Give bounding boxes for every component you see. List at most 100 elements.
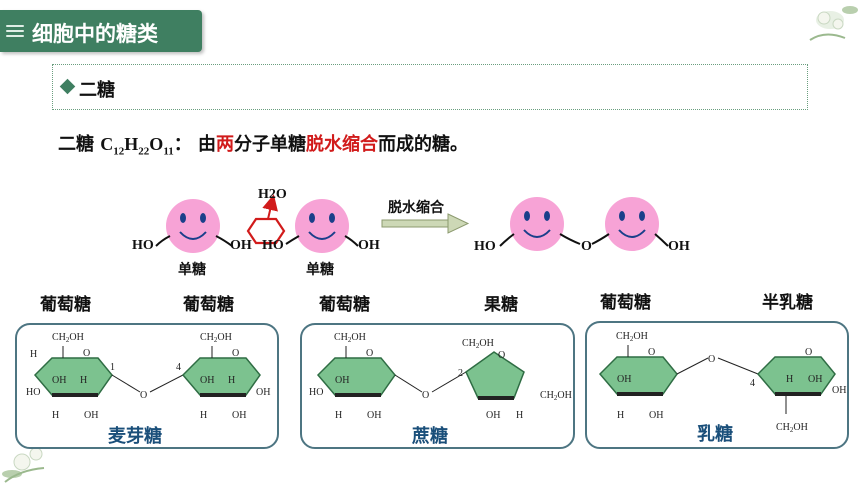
sucrose-box xyxy=(300,323,575,449)
oh-label: OH xyxy=(84,410,98,421)
ch2oh-label: CH2OH xyxy=(776,422,808,434)
bridge-o-label: O xyxy=(140,390,147,401)
glycosidic-bond xyxy=(149,374,184,393)
o-label: O xyxy=(805,347,812,358)
product-ho-label: HO xyxy=(474,239,496,254)
ch2oh-label: CH2OH xyxy=(200,332,232,344)
bond-line xyxy=(215,235,233,247)
oh-label: OH xyxy=(617,374,631,385)
ch2oh-label: CH2OH xyxy=(540,390,572,402)
oh-label: OH xyxy=(200,375,214,386)
oh-label: OH xyxy=(649,410,663,421)
smiley-face-icon xyxy=(166,199,220,253)
bond-line xyxy=(155,235,171,247)
o-label: O xyxy=(366,348,373,359)
oh-label: OH xyxy=(52,375,66,386)
galactose-ring: O 4 OH H OH CH2OH xyxy=(750,347,846,434)
oh-label: OH xyxy=(486,410,500,421)
oh-label: OH xyxy=(808,374,822,385)
maltose-caption: 麦芽糖 xyxy=(108,425,162,447)
lactose-caption: 乳糖 xyxy=(697,423,733,445)
highlight-two: 两 xyxy=(216,134,234,155)
bridge-o-label: O xyxy=(708,354,715,365)
unit-label: 葡萄糖 xyxy=(599,292,651,313)
bond-line xyxy=(499,233,515,247)
left-ho-label: HO xyxy=(132,238,154,253)
unit-label: 葡萄糖 xyxy=(318,294,370,315)
bond-line xyxy=(559,233,581,245)
bond-line xyxy=(654,233,669,247)
oh-label: OH xyxy=(335,375,349,386)
o-label: O xyxy=(648,347,655,358)
h-label: H xyxy=(80,375,87,386)
smiley-face-icon xyxy=(295,199,349,253)
glycosidic-bond xyxy=(394,374,423,393)
ho-label: HO xyxy=(26,387,40,398)
h-label: H xyxy=(516,410,523,421)
h-label: H xyxy=(617,410,624,421)
formula-c: C xyxy=(100,134,114,154)
right-oh-label: OH xyxy=(358,238,380,253)
o-label: O xyxy=(498,350,505,361)
hexagon-icon xyxy=(246,217,286,245)
glucose-ring: CH2OH O HO OH H OH xyxy=(309,332,396,421)
h-label: H xyxy=(200,410,207,421)
c1-label: 1 xyxy=(110,362,115,373)
unit-label: 半乳糖 xyxy=(762,292,813,313)
highlight-dehydration: 脱水缩合 xyxy=(306,134,378,155)
oh-label: OH xyxy=(832,385,846,396)
glycosidic-bond xyxy=(111,374,141,393)
smiley-face-icon xyxy=(510,197,564,251)
definition-prefix: 二糖 xyxy=(58,134,101,155)
formula: C12H22O11 xyxy=(100,134,173,158)
glucose-ring: CH2OH O 4 OH OH H H OH xyxy=(176,332,270,421)
definition-suffix: 而成的糖。 xyxy=(378,134,468,155)
bond-line xyxy=(591,233,610,245)
water-arrow xyxy=(262,194,278,220)
menu-lines-icon xyxy=(6,22,24,40)
oh-label: OH xyxy=(367,410,381,421)
ch2oh-label: CH2OH xyxy=(334,332,366,344)
product-o-label: O xyxy=(581,239,592,254)
arrow-label: 脱水缩合 xyxy=(388,199,445,216)
sucrose-caption: 蔗糖 xyxy=(411,425,448,447)
definition-text: 二糖 C12H22O11： 由两分子单糖脱水缩合而成的糖。 xyxy=(58,130,468,158)
flower-decoration-icon xyxy=(809,6,858,41)
c4-label: 4 xyxy=(176,362,181,373)
water-label: H2O xyxy=(258,187,287,202)
glucose-ring: CH2OH O H 1 HO OH H H OH xyxy=(26,332,115,421)
c4-label: 4 xyxy=(750,378,755,389)
page-title: 细胞中的糖类 xyxy=(32,22,158,46)
ho-label: HO xyxy=(309,387,323,398)
formula-c-n: 12 xyxy=(113,145,125,158)
glycosidic-bond xyxy=(431,371,467,393)
bridge-o-label: O xyxy=(422,390,429,401)
ch2oh-label: CH2OH xyxy=(462,338,494,350)
ch2oh-label: CH2OH xyxy=(52,332,84,344)
h-label: H xyxy=(786,374,793,385)
formula-o: O xyxy=(149,134,164,154)
bond-line xyxy=(285,235,300,245)
left-oh-label: OH xyxy=(230,238,252,253)
mono-label-1: 单糖 xyxy=(178,261,206,278)
h-label: H xyxy=(30,349,37,360)
fructose-ring: CH2OH O 2 OH H CH2OH xyxy=(458,338,572,421)
section-box: 二糖 xyxy=(52,64,808,110)
oh-label: OH xyxy=(232,410,246,421)
h-label: H xyxy=(228,375,235,386)
section-title: 二糖 xyxy=(79,80,115,101)
formula-h-n: 22 xyxy=(138,145,150,158)
ch2oh-label: CH2OH xyxy=(616,331,648,343)
unit-label: 葡萄糖 xyxy=(182,294,234,315)
o-label: O xyxy=(83,348,90,359)
h-label: H xyxy=(52,410,59,421)
unit-label: 果糖 xyxy=(484,294,518,315)
o-label: O xyxy=(232,348,239,359)
bond-line xyxy=(344,235,359,247)
unit-label: 葡萄糖 xyxy=(39,294,91,315)
glycosidic-bond xyxy=(676,357,709,375)
right-ho-label: HO xyxy=(262,238,284,253)
smiley-face-icon xyxy=(605,197,659,251)
glycosidic-bond xyxy=(717,357,759,375)
